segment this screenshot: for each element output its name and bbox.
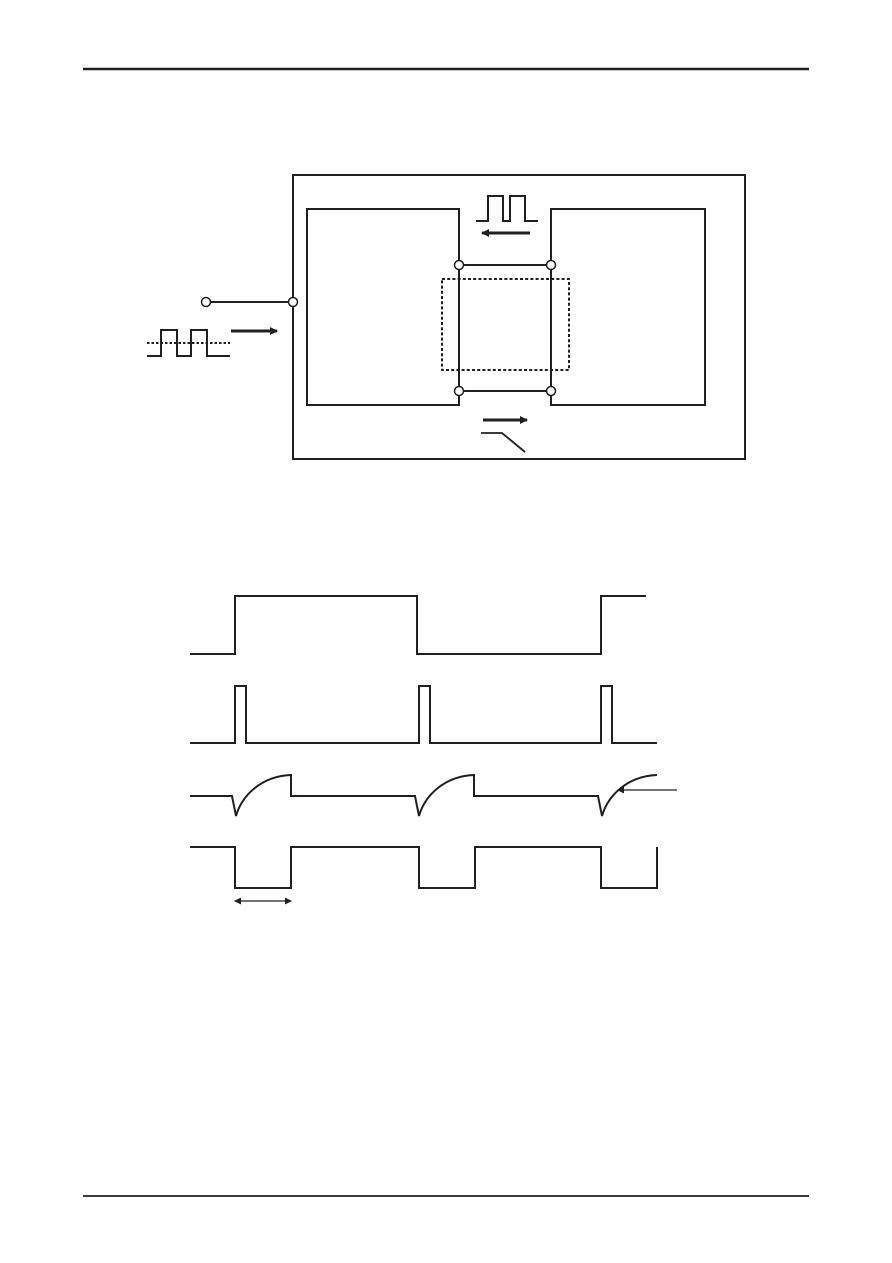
square-wave xyxy=(190,595,646,655)
switch-symbol xyxy=(481,432,526,453)
block-diagram xyxy=(206,174,746,460)
dashed-region xyxy=(441,278,570,371)
bridge-node-bl xyxy=(453,385,465,397)
right-block xyxy=(550,208,706,406)
pulse-output-icon xyxy=(476,195,538,222)
timing-diagram xyxy=(190,595,658,889)
terminals xyxy=(200,259,557,397)
bridge-node-tr xyxy=(545,259,557,271)
left-block xyxy=(306,208,460,406)
rc-charge-curve xyxy=(190,773,658,817)
frame-node xyxy=(287,296,299,308)
output-pulse xyxy=(190,846,658,889)
outer-frame xyxy=(292,174,746,460)
bridge-node-tl xyxy=(453,259,465,271)
pulse-input-icon xyxy=(147,329,230,357)
bridge-node-br xyxy=(545,385,557,397)
input-terminal xyxy=(200,296,212,308)
trigger-pulses xyxy=(190,685,657,744)
